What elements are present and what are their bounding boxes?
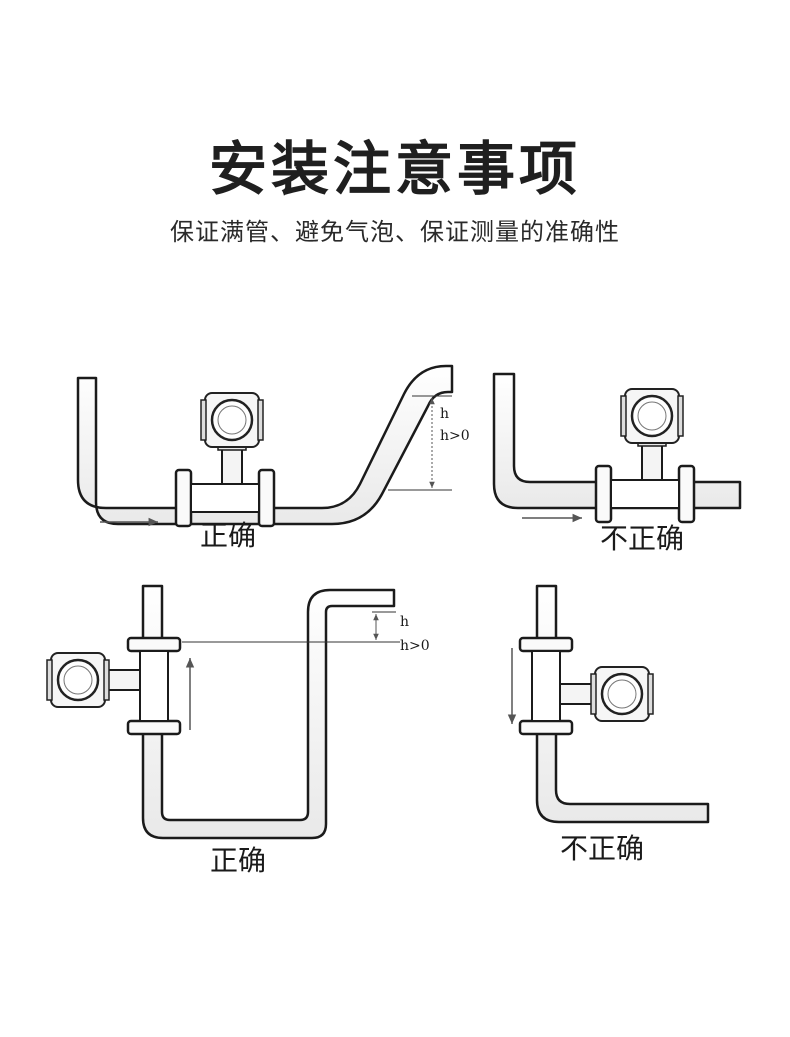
page-title: 安装注意事项 [208, 135, 581, 203]
flange [594, 464, 613, 524]
pipe [76, 364, 454, 526]
diagram-label: 正确 [200, 519, 256, 552]
meter-neck [221, 447, 243, 485]
page-subtitle: 保证满管、避免气泡、保证测量的准确性 [170, 218, 620, 246]
flange [677, 464, 696, 524]
flowmeter-head-icon [199, 391, 265, 449]
diagram-incorrect-open-outlet: 不正确 [492, 372, 742, 555]
flange [518, 719, 574, 736]
flange [257, 468, 276, 528]
meter-body [139, 650, 169, 722]
meter-body [610, 479, 680, 509]
flange [126, 719, 182, 736]
pipe [535, 584, 710, 824]
flowmeter-head-icon [45, 651, 111, 709]
h-label: h [400, 614, 409, 630]
diagram-incorrect-downward-flow: 不正确 [507, 584, 710, 865]
pipe [141, 584, 396, 840]
flange [126, 636, 182, 653]
diagram-correct-rising-outlet: h h>0 正确 [76, 364, 470, 552]
meter-body [531, 650, 561, 722]
flowmeter-head-icon [619, 387, 685, 445]
flange [174, 468, 193, 528]
condition-label: h>0 [400, 638, 430, 654]
condition-label: h>0 [440, 428, 470, 444]
meter-body [190, 483, 260, 513]
diagram-label: 不正确 [560, 832, 644, 865]
diagram-label: 不正确 [600, 522, 684, 555]
meter-neck [641, 443, 663, 481]
flowmeter-head-icon [589, 665, 655, 723]
diagram-label: 正确 [210, 844, 266, 877]
diagram-correct-u-trap: h h>0 正确 [45, 584, 430, 877]
h-label: h [440, 406, 449, 422]
flange [518, 636, 574, 653]
pipe [492, 372, 742, 510]
